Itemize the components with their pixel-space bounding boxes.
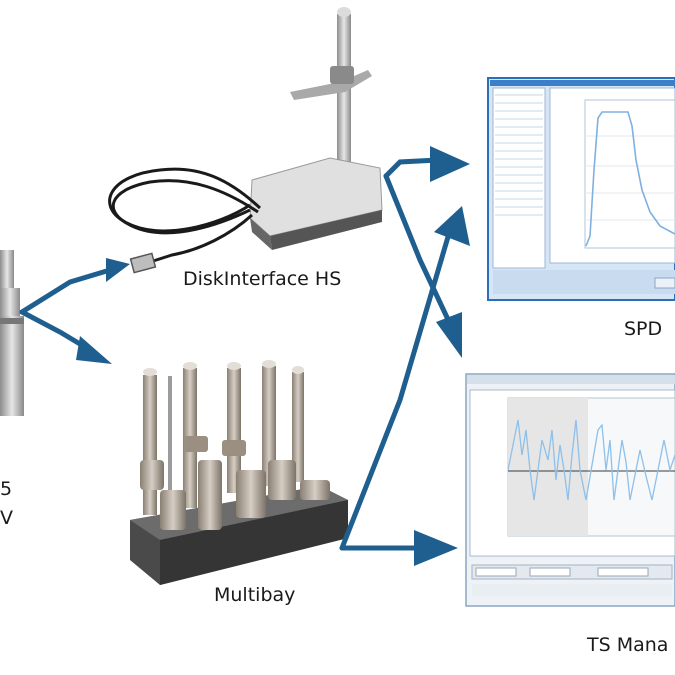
left-device-label-line2: V	[0, 507, 13, 529]
arrow-diskinterface-to-tsmanager	[383, 173, 455, 331]
usb-cable-icon	[108, 167, 262, 274]
arrow-diskinterface-to-spd	[383, 157, 441, 179]
spd-label: SPD	[624, 318, 663, 340]
arrow-device-to-diskinterface	[19, 267, 113, 315]
diskinterface-stand	[249, 7, 383, 250]
tsmanager-software-window	[465, 373, 675, 607]
spd-software-window	[487, 77, 675, 301]
connection-arrows	[19, 146, 470, 566]
left-device-label-line1: 5	[0, 478, 13, 500]
probe-device-icon	[0, 250, 24, 416]
diskinterface-label: DiskInterface HS	[183, 268, 342, 290]
arrow-multibay-to-spd	[339, 227, 453, 551]
multibay-device	[130, 360, 348, 585]
multibay-label: Multibay	[214, 584, 296, 606]
tsmanager-label: TS Mana	[587, 634, 669, 656]
